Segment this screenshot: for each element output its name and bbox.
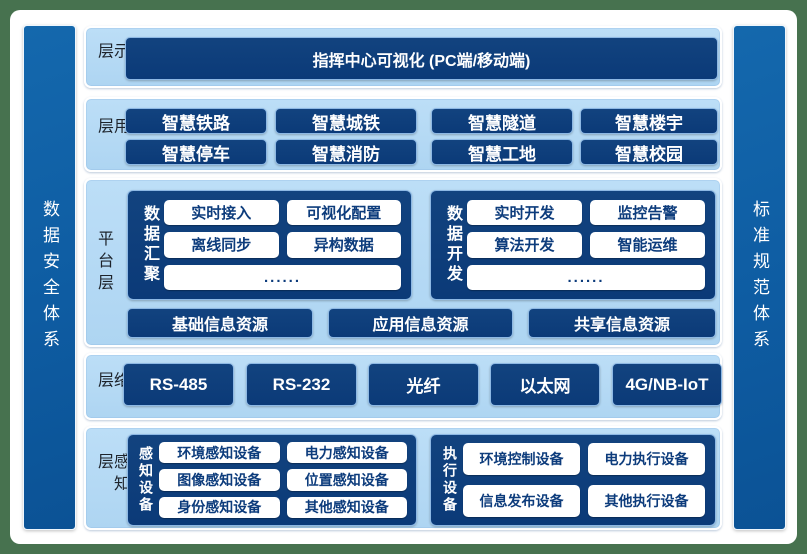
standards-system-bar: 标准规范体系 (733, 25, 786, 530)
network-box-fiber: 光纤 (368, 363, 479, 406)
network-box-4g-nbiot: 4G/NB-IoT (612, 363, 722, 406)
app-box-smart-railway: 智慧铁路 (125, 108, 267, 134)
data-aggregation-title-col: 数据汇聚 (134, 200, 164, 290)
network-box-rs485: RS-485 (123, 363, 234, 406)
actuator-devices-title-col: 执行设备 (437, 443, 463, 517)
actuator-box-info-publishing: 信息发布设备 (463, 485, 580, 517)
actuator-box-other-execution: 其他执行设备 (588, 485, 705, 517)
sensor-box-image: 图像感知设备 (159, 469, 280, 491)
application-layer-panel: 应用层 智慧铁路 智慧城铁 智慧隧道 智慧楼宇 智慧停车 智慧消防 智慧工地 智… (84, 97, 722, 172)
platform-aggregation-more: ...... (164, 264, 401, 290)
sensor-box-power: 电力感知设备 (286, 442, 407, 464)
app-box-smart-building: 智慧楼宇 (580, 108, 718, 134)
data-development-group: 数据开发 实时开发 监控告警 算法开发 智能运维 ...... (430, 190, 716, 300)
network-layer-panel: 网络层 RS-485 RS-232 光纤 以太网 4G/NB-IoT (84, 353, 722, 420)
data-aggregation-group: 数据汇聚 实时接入 可视化配置 离线同步 异构数据 ...... (127, 190, 412, 300)
command-center-box: 指挥中心可视化 (PC端/移动端) (125, 37, 718, 80)
sensing-devices-title-col: 感知设备 (133, 442, 159, 518)
resource-bar-basic: 基础信息资源 (127, 308, 313, 338)
platform-item-visual-config: 可视化配置 (286, 200, 401, 226)
sensor-box-position: 位置感知设备 (286, 469, 407, 491)
platform-item-offline-sync: 离线同步 (164, 232, 279, 258)
app-box-smart-campus: 智慧校园 (580, 139, 718, 165)
data-security-system-label: 数据安全体系 (40, 199, 59, 356)
display-layer-panel: 展示层 指挥中心可视化 (PC端/移动端) (84, 26, 722, 88)
data-development-title-col: 数据开发 (437, 200, 467, 290)
platform-item-realtime-access: 实时接入 (164, 200, 279, 226)
app-box-smart-parking: 智慧停车 (125, 139, 267, 165)
platform-development-more: ...... (467, 264, 705, 290)
resource-bar-application: 应用信息资源 (328, 308, 513, 338)
platform-item-intelligent-ops: 智能运维 (590, 232, 705, 258)
platform-item-realtime-dev: 实时开发 (467, 200, 582, 226)
actuator-box-environment-control: 环境控制设备 (463, 443, 580, 475)
app-box-smart-metro: 智慧城铁 (275, 108, 417, 134)
sensing-devices-group: 感知设备 环境感知设备 电力感知设备 图像感知设备 位置感知设备 身份感知设备 … (127, 434, 417, 526)
platform-layer-panel: 平台层 数据汇聚 实时接入 可视化配置 离线同步 异构数据 ...... (84, 178, 722, 347)
network-box-ethernet: 以太网 (490, 363, 600, 406)
data-security-system-bar: 数据安全体系 (23, 25, 76, 530)
data-aggregation-title: 数据汇聚 (141, 205, 158, 285)
actuator-devices-group: 执行设备 环境控制设备 电力执行设备 信息发布设备 其他执行设备 (430, 434, 716, 526)
perception-layer-panel: 感知层 感知设备 环境感知设备 电力感知设备 图像感知设备 位置感知设备 身份感… (84, 426, 722, 530)
perception-layer-label: 感知层 (95, 453, 128, 497)
actuator-devices-title: 执行设备 (442, 446, 458, 514)
platform-item-algorithm-dev: 算法开发 (467, 232, 582, 258)
app-box-smart-tunnel: 智慧隧道 (431, 108, 573, 134)
sensor-box-other: 其他感知设备 (286, 496, 407, 518)
sensor-box-environment: 环境感知设备 (159, 442, 280, 464)
network-box-rs232: RS-232 (246, 363, 357, 406)
platform-layer-label: 平台层 (95, 229, 112, 296)
sensor-box-identity: 身份感知设备 (159, 496, 280, 518)
actuator-box-power-execution: 电力执行设备 (588, 443, 705, 475)
platform-item-heterogeneous-data: 异构数据 (286, 232, 401, 258)
standards-system-label: 标准规范体系 (750, 199, 769, 356)
platform-item-monitor-alert: 监控告警 (590, 200, 705, 226)
app-box-smart-fire: 智慧消防 (275, 139, 417, 165)
sensing-devices-title: 感知设备 (138, 446, 154, 514)
app-box-smart-site: 智慧工地 (431, 139, 573, 165)
data-development-title: 数据开发 (444, 205, 461, 285)
resource-bar-shared: 共享信息资源 (528, 308, 716, 338)
